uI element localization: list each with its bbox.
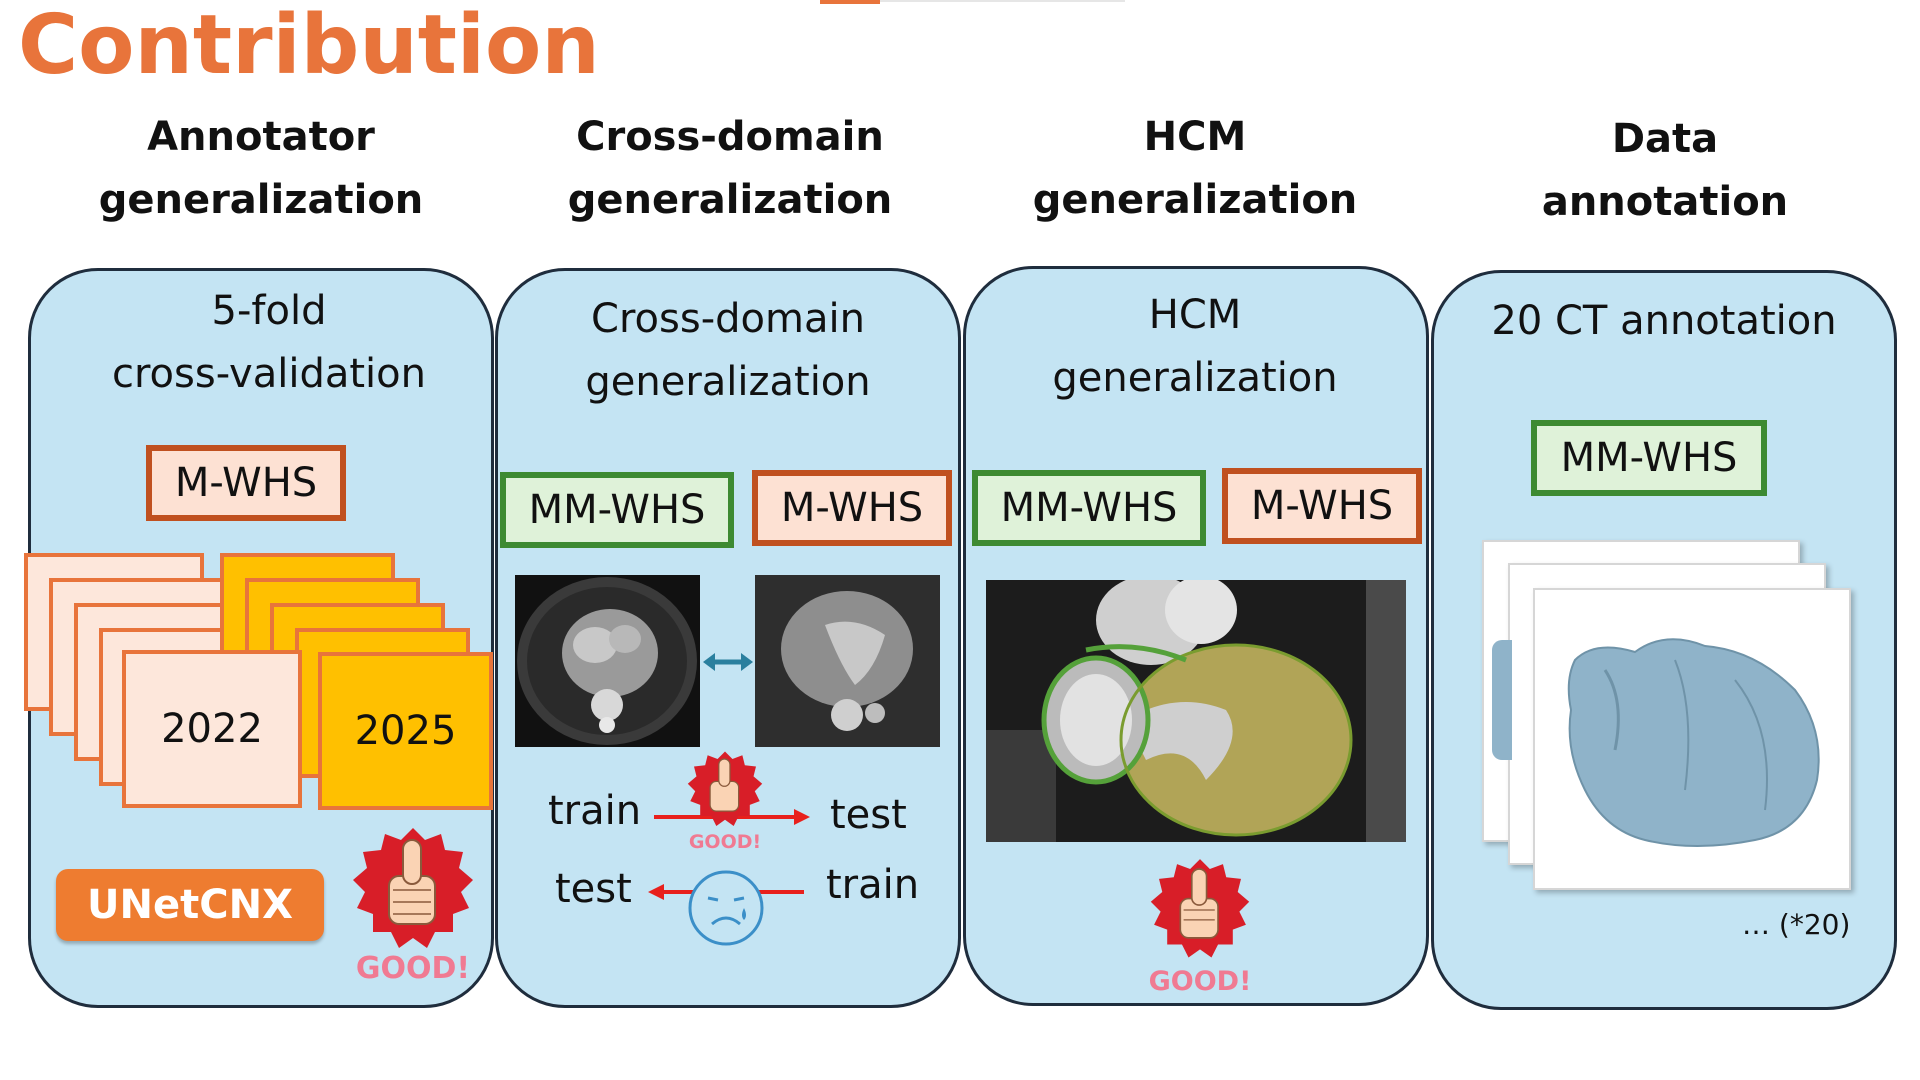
- panel-title-line: generalization: [585, 359, 871, 405]
- year-label: 2022: [161, 706, 263, 752]
- year-label: 2025: [354, 708, 457, 754]
- panel-title-hcm: HCM generalization: [962, 284, 1428, 410]
- panel-title-line: generalization: [1052, 355, 1338, 401]
- good-badge-text: GOOD!: [1149, 966, 1252, 997]
- good-badge-text: GOOD!: [689, 831, 761, 853]
- double-arrow-icon: [703, 650, 753, 674]
- heart-3d-icon: [1567, 638, 1820, 847]
- column-heading-data: Data annotation: [1430, 108, 1900, 234]
- top-gray-bar: [880, 0, 1125, 2]
- heading-line: generalization: [1032, 177, 1358, 223]
- thumbs-up-good-icon: GOOD!: [1135, 850, 1265, 1000]
- dataset-tag-mmwhs: MM-WHS: [972, 470, 1206, 546]
- dataset-tag-mwhs: M-WHS: [752, 470, 952, 546]
- heart-edge-peek: [1492, 640, 1512, 760]
- dataset-tag-mwhs: M-WHS: [146, 445, 346, 521]
- heading-line: annotation: [1541, 179, 1789, 225]
- annotation-frame-front: [1533, 588, 1851, 890]
- year-card-2022: 2022: [122, 650, 302, 808]
- dataset-tag-mmwhs: MM-WHS: [1531, 420, 1767, 496]
- ct-scan-mwhs: [755, 575, 940, 747]
- panel-title-cross-domain: Cross-domain generalization: [495, 288, 961, 414]
- panel-title-line: 20 CT annotation: [1491, 298, 1837, 344]
- heading-line: Data: [1611, 116, 1719, 162]
- heading-line: generalization: [567, 177, 893, 223]
- dataset-tag-mmwhs: MM-WHS: [500, 472, 734, 548]
- row2-left-label: test: [555, 866, 632, 912]
- year-card-2025: 2025: [318, 652, 493, 810]
- panel-title-line: 5-fold: [211, 288, 327, 334]
- panel-title-line: cross-validation: [111, 351, 426, 397]
- count-note: … (*20): [1742, 908, 1851, 941]
- thumbs-up-good-icon: GOOD!: [680, 748, 770, 853]
- heading-line: generalization: [98, 177, 424, 223]
- thumbs-up-good-icon: GOOD!: [343, 818, 483, 988]
- panel-title-line: HCM: [1148, 292, 1242, 338]
- heading-line: HCM: [1143, 114, 1247, 160]
- dataset-tag-mwhs: M-WHS: [1222, 468, 1422, 544]
- model-button-unetcnx: UNetCNX: [56, 869, 324, 941]
- ct-scan-mmwhs: [515, 575, 700, 747]
- panel-title-line: Cross-domain: [591, 296, 865, 342]
- heading-line: Annotator: [147, 114, 375, 160]
- column-heading-cross-domain: Cross-domain generalization: [495, 106, 965, 232]
- column-heading-annotator: Annotator generalization: [26, 106, 496, 232]
- sad-face-icon: [686, 868, 766, 948]
- row1-right-label: test: [830, 792, 907, 838]
- row1-left-label: train: [548, 788, 642, 834]
- good-badge-text: GOOD!: [356, 951, 470, 986]
- column-heading-hcm: HCM generalization: [960, 106, 1430, 232]
- row2-right-label: train: [826, 862, 920, 908]
- hcm-segmentation-image: [986, 580, 1406, 842]
- heading-line: Cross-domain: [576, 114, 884, 160]
- top-accent-bar: [820, 0, 880, 4]
- panel-title-data-annotation: 20 CT annotation: [1431, 290, 1897, 353]
- slide-title: Contribution: [18, 0, 600, 93]
- panel-title-annotator: 5-fold cross-validation: [36, 280, 502, 406]
